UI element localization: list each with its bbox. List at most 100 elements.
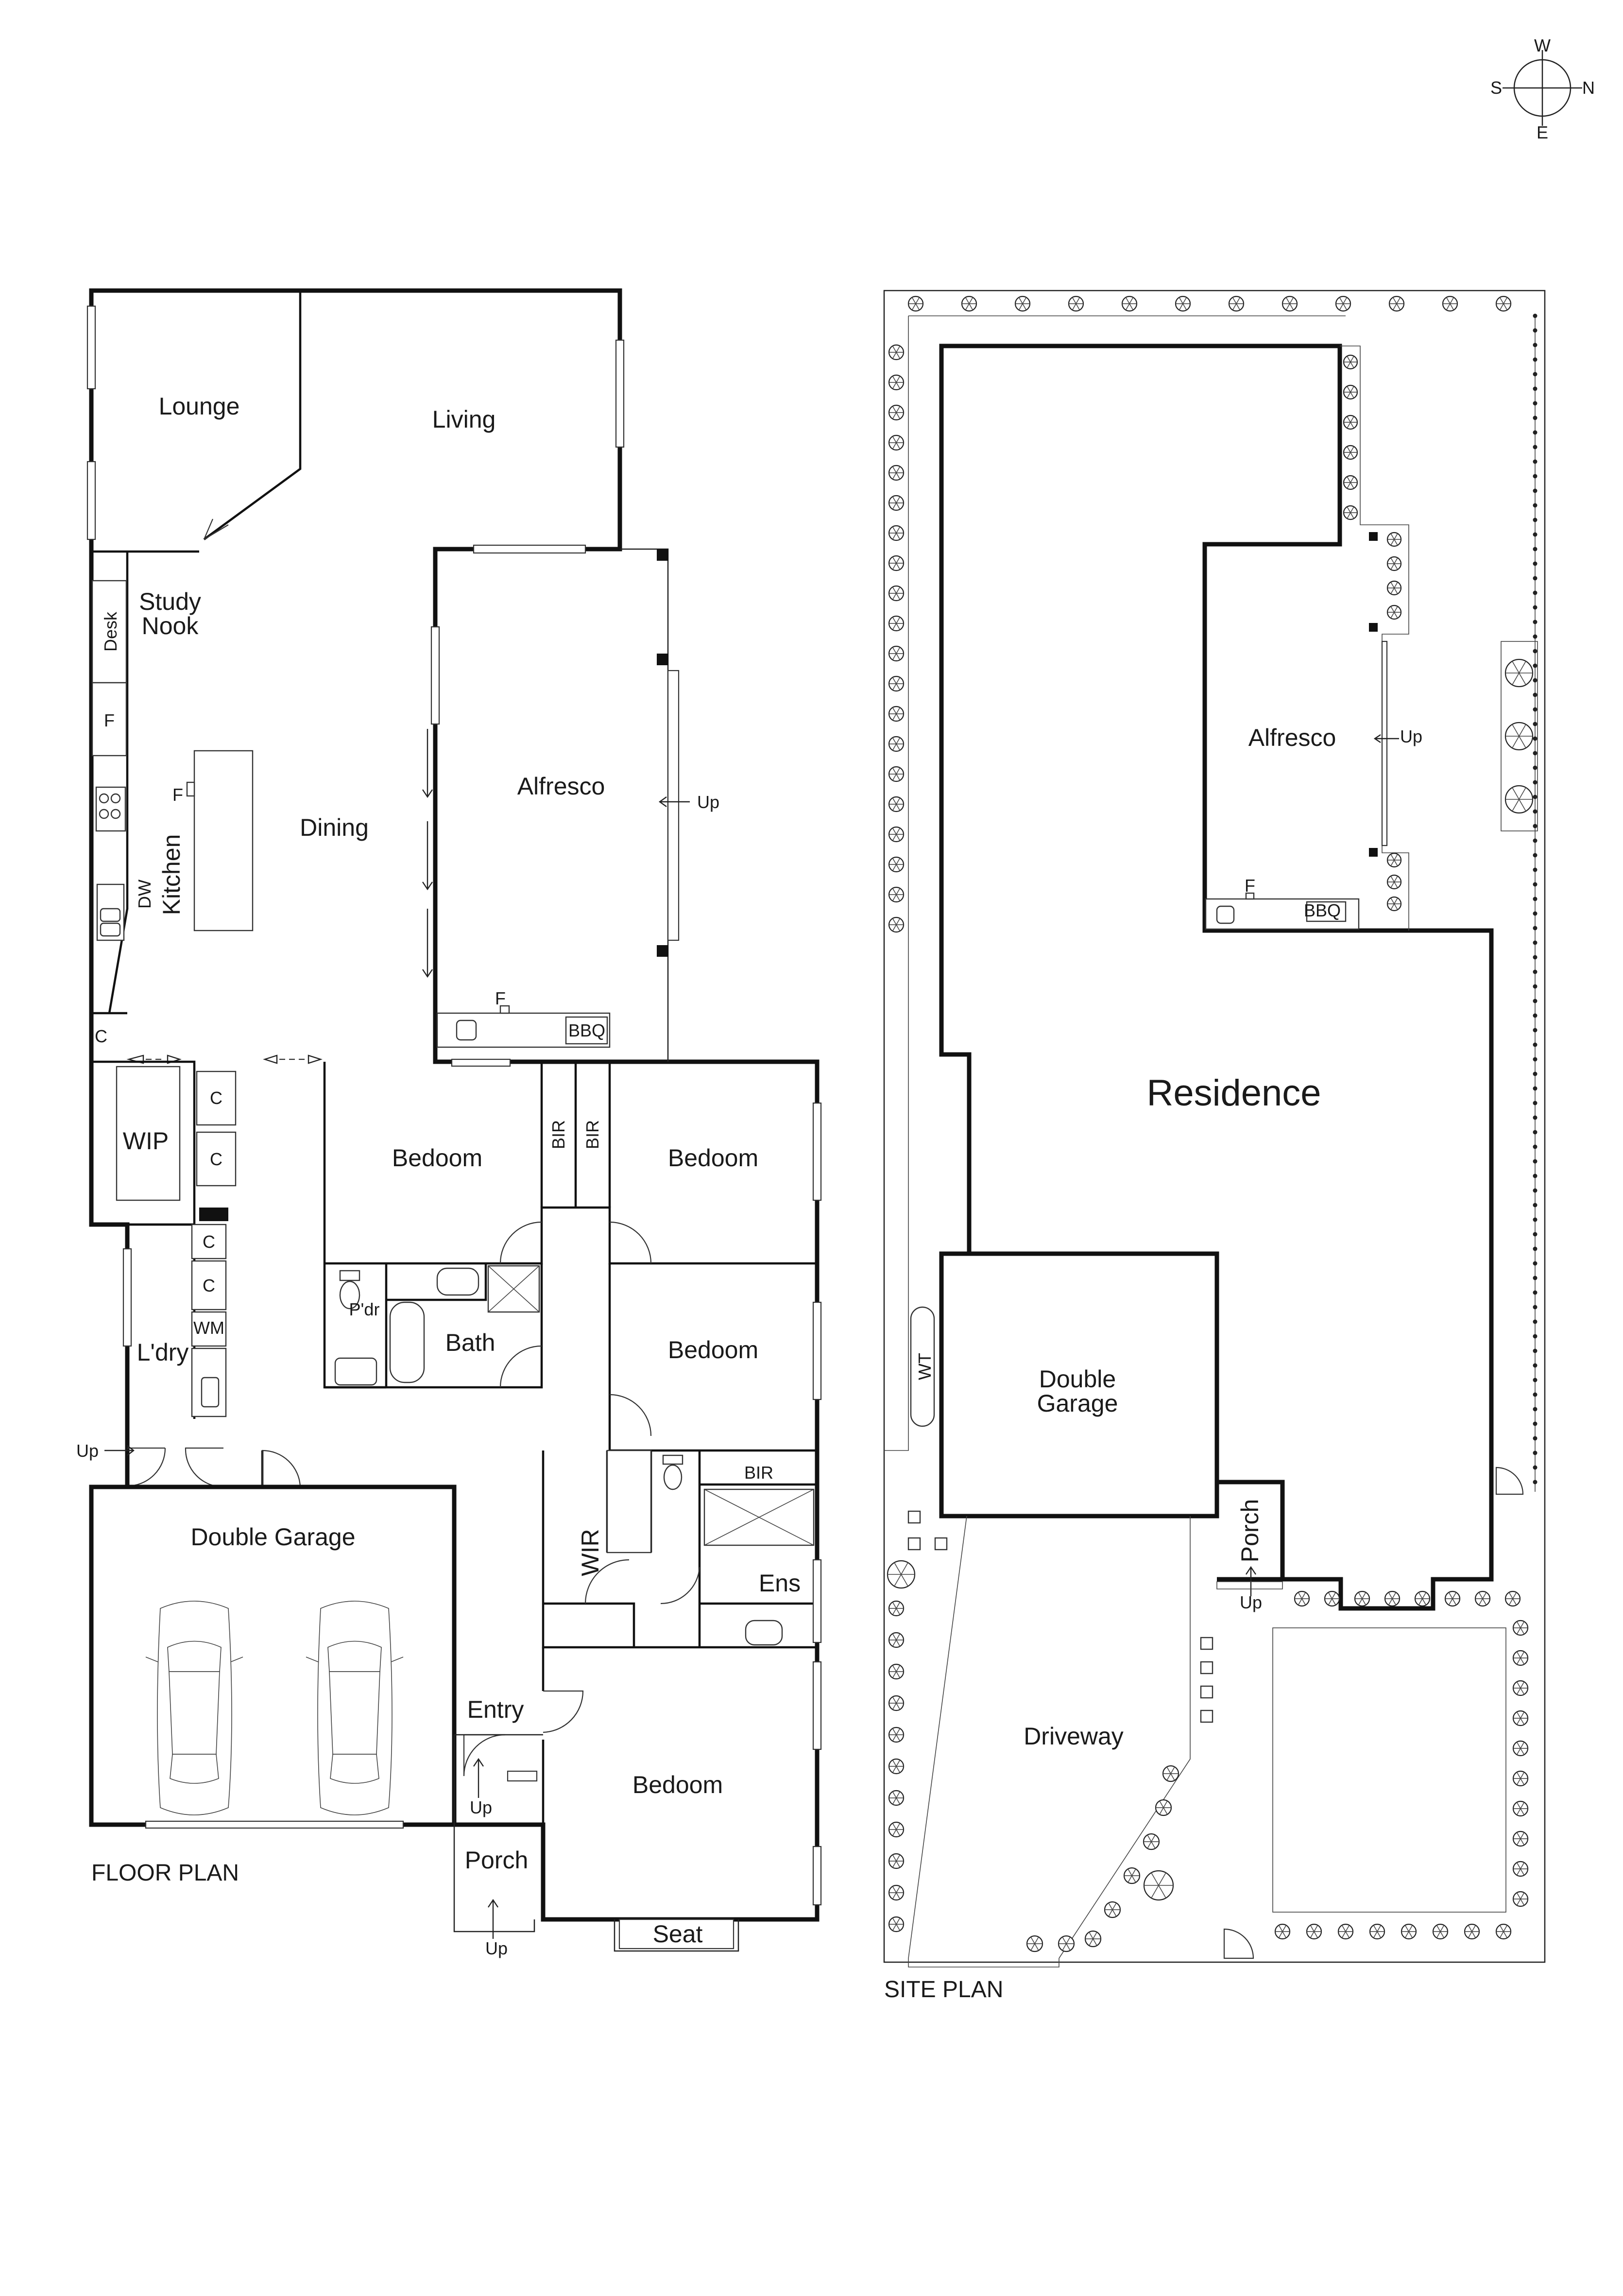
shrub-branch: [1520, 1832, 1525, 1839]
label-kitchen: Kitchen: [158, 834, 185, 915]
shrub-branch: [1350, 356, 1354, 363]
shrub-branch: [1328, 1592, 1333, 1599]
fence-post: [1533, 634, 1538, 639]
shrub-branch: [1503, 297, 1508, 304]
shrub-branch: [1394, 606, 1398, 613]
shrub-branch: [896, 918, 901, 925]
fence-post: [1533, 1392, 1538, 1397]
shrub-branch: [1362, 1598, 1367, 1605]
cupboard-c: [191, 1224, 227, 1260]
shrub-branch: [1520, 1681, 1525, 1689]
label-wir: WIR: [577, 1529, 604, 1576]
label-pdr: P'dr: [349, 1299, 380, 1319]
shrub-branch: [1394, 557, 1398, 564]
shrub-branch: [1452, 1598, 1457, 1605]
shrub-branch: [1392, 1598, 1397, 1605]
bath-door: [499, 1345, 542, 1388]
site-bbq-box: [1306, 901, 1347, 922]
shrub-branch: [892, 894, 897, 901]
shrub-branch: [896, 707, 901, 714]
shrub-branch: [1179, 297, 1183, 304]
shrub-branch: [892, 828, 897, 835]
car-mirror: [145, 1657, 243, 1662]
fence-post: [1533, 518, 1538, 522]
label-water-tank: WT: [915, 1353, 935, 1380]
shrub-branch: [892, 412, 897, 419]
label-garage: Double Garage: [190, 1523, 355, 1551]
car-rear-window: [330, 1754, 379, 1784]
shrub-branch: [1131, 1868, 1136, 1876]
shrub-branch: [1440, 1931, 1445, 1938]
car-body: [317, 1601, 393, 1815]
shrub-branch: [1450, 297, 1454, 304]
shrub-branch: [896, 1633, 901, 1640]
paver: [1200, 1661, 1213, 1675]
shrub-branch: [1347, 392, 1351, 398]
shrub-branch: [1446, 297, 1451, 304]
shrub-branch: [1350, 422, 1354, 429]
porch-outline: [453, 1734, 543, 1933]
shrub-branch: [896, 1886, 901, 1893]
shrub-branch: [1128, 1875, 1132, 1883]
shrub-branch: [896, 442, 901, 449]
shrub-branch: [1390, 898, 1395, 904]
shrub-branch: [1030, 1936, 1035, 1944]
shrub-branch: [1392, 1592, 1397, 1599]
site-sink: [1216, 905, 1235, 924]
shrub-branch: [896, 1640, 901, 1647]
shrub-branch: [896, 1728, 901, 1735]
fence-post: [1533, 386, 1538, 391]
shrub-branch: [1347, 506, 1351, 513]
shrub-branch: [1350, 416, 1354, 423]
shrub-branch: [1408, 1925, 1413, 1932]
shrub-branch: [1362, 1592, 1367, 1599]
fence-post: [1533, 838, 1538, 843]
shrub-branch: [1520, 1742, 1525, 1749]
shrub-branch: [892, 1829, 897, 1836]
shrub-branch: [896, 436, 901, 443]
shrub-branch: [896, 556, 901, 564]
shrub-branch: [1512, 787, 1520, 800]
fence-post: [1533, 1071, 1538, 1076]
shrub-branch: [1072, 303, 1076, 311]
fence-post: [1533, 1407, 1538, 1412]
burner: [110, 809, 121, 819]
garage-entry-door: [261, 1450, 301, 1487]
shrub-branch: [1159, 1800, 1164, 1808]
shrub-branch: [1436, 1925, 1441, 1932]
toilet: [339, 1280, 360, 1310]
garage-door: [145, 1820, 404, 1829]
shrub-branch: [1166, 1766, 1171, 1774]
shrub-branch: [911, 303, 916, 311]
shrub-branch: [896, 617, 901, 624]
shrub-branch: [892, 563, 897, 570]
driveway-crossover: [908, 1958, 1059, 1968]
shrub-branch: [1436, 1931, 1441, 1938]
fence-post: [1533, 794, 1538, 799]
shrub-branch: [1170, 1766, 1175, 1774]
shrub-branch: [1347, 482, 1351, 489]
shrub-branch: [892, 352, 897, 359]
shrub-branch: [1520, 1651, 1525, 1658]
paver: [934, 1537, 948, 1551]
shrub-branch: [896, 352, 901, 359]
label-island-f: F: [172, 785, 183, 805]
shrub-branch: [1390, 539, 1395, 546]
label-bedroom-2: Bedoom: [668, 1144, 758, 1172]
label-driveway: Driveway: [1024, 1723, 1124, 1750]
porch-up-arrow-2: [488, 1899, 498, 1939]
shrub-branch: [1034, 1943, 1039, 1951]
shrub-branch: [1310, 1925, 1315, 1932]
shrub-branch: [1390, 582, 1395, 588]
shrub-branch: [896, 677, 901, 684]
car-roof: [329, 1671, 380, 1755]
shrub-branch: [896, 1924, 901, 1931]
wir-door: [584, 1559, 630, 1604]
shrub-branch: [1339, 297, 1344, 304]
fence-post: [1533, 605, 1538, 610]
site-garage: [939, 1251, 1219, 1519]
shrub-branch: [1373, 1925, 1378, 1932]
shrub-branch: [896, 563, 901, 570]
shrub-branch: [896, 1602, 901, 1609]
shrub-branch: [1482, 1592, 1487, 1599]
